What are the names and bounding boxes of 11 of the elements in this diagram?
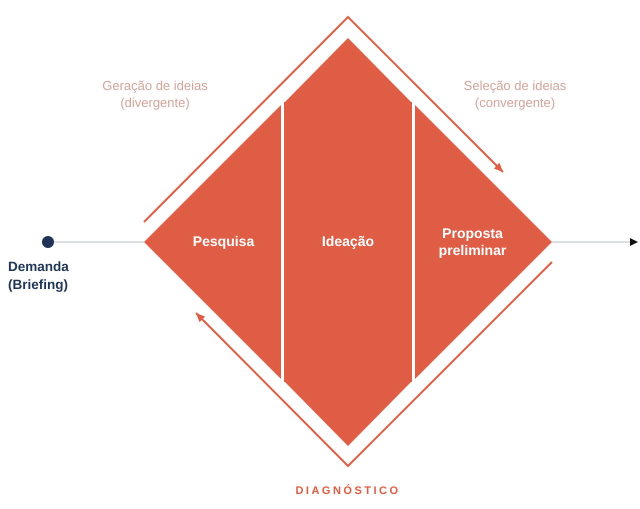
- section-title: Ideação: [322, 233, 374, 251]
- phase-label: Geração de ideias (divergente): [101, 78, 209, 112]
- phase-label: Seleção de ideias (convergente): [462, 78, 568, 112]
- node-caption: Demanda (Briefing): [8, 258, 70, 294]
- footer-label: DIAGNÓSTICO: [294, 484, 402, 498]
- dot-marker: [42, 236, 54, 248]
- loop-arrow: [195, 261, 553, 468]
- connector-line: [552, 238, 638, 246]
- section-title: Pesquisa: [192, 233, 254, 251]
- connector-line: [54, 241, 144, 243]
- section-title: Proposta preliminar: [438, 224, 508, 260]
